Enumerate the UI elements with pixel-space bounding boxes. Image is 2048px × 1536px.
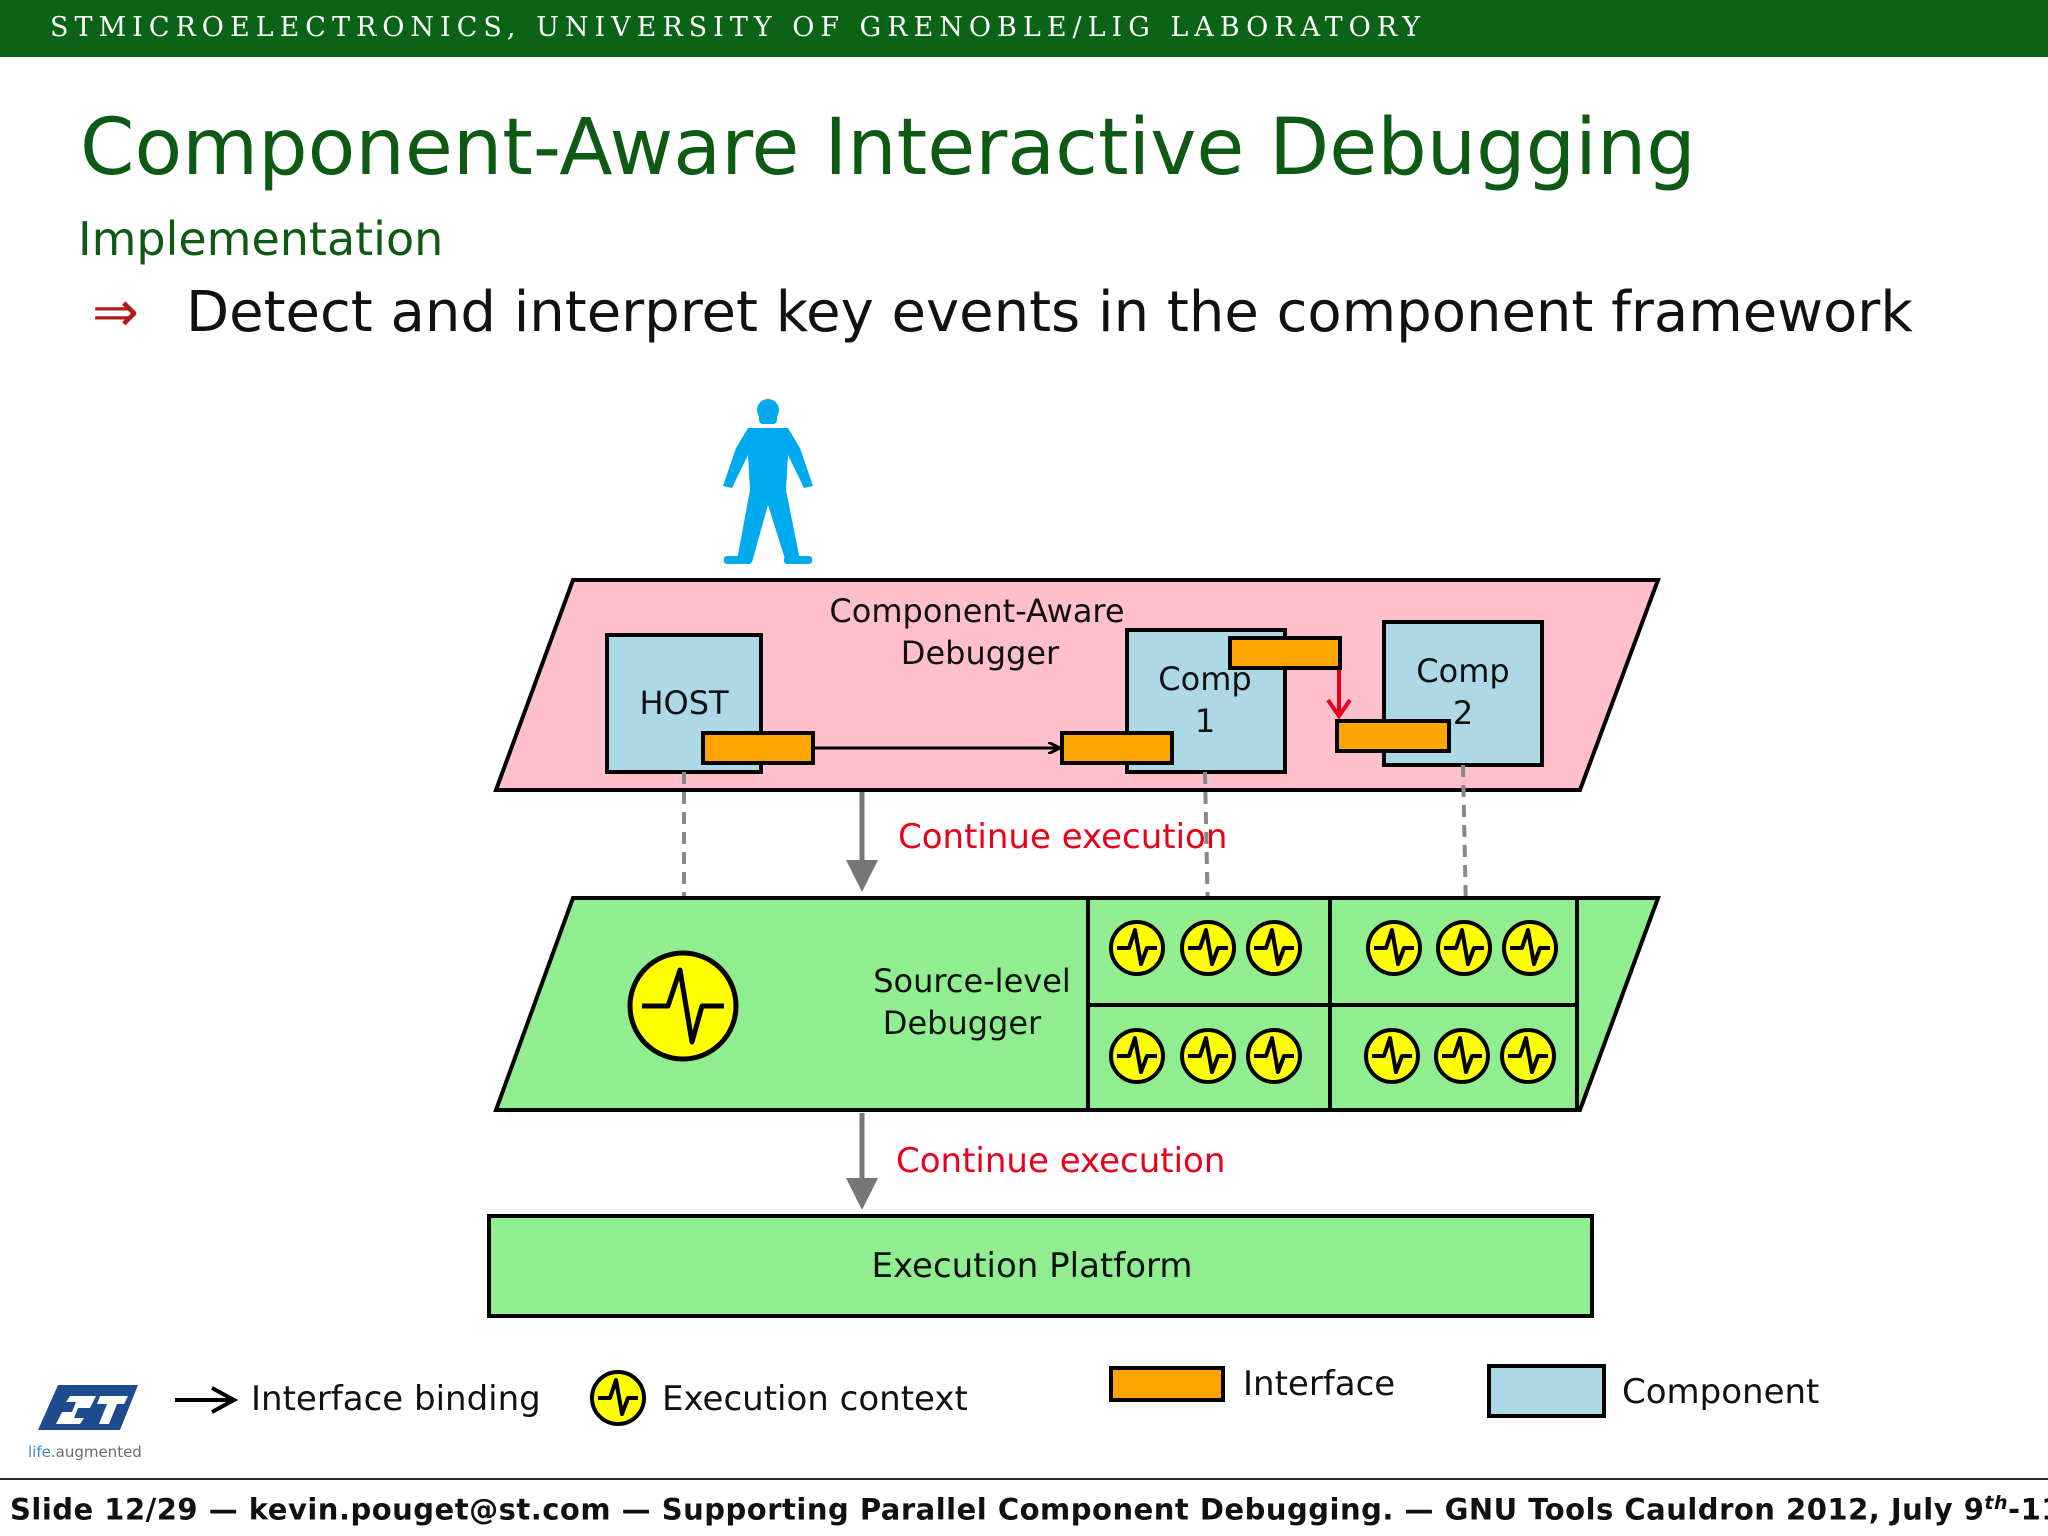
user-person-icon: [723, 399, 813, 564]
execution-context-icon: [1246, 1028, 1302, 1084]
debugger-label-line2: Debugger: [901, 634, 1060, 672]
footer: Slide 12/29 — kevin.pouget@st.com — Supp…: [10, 1492, 2048, 1527]
legend-component-swatch: [1487, 1364, 1606, 1418]
continue-execution-label-1: Continue execution: [898, 817, 1227, 857]
execution-platform-label: Execution Platform: [871, 1246, 1192, 1286]
legend-context-label: Execution context: [662, 1379, 968, 1419]
continue-execution-label-2: Continue execution: [896, 1141, 1225, 1181]
legend-binding-label: Interface binding: [251, 1379, 541, 1419]
legend-binding-arrow-icon: [175, 1386, 239, 1414]
footer-dash: -11: [2008, 1492, 2048, 1527]
execution-context-icon: [1434, 1028, 1490, 1084]
execution-context-icon: [1436, 920, 1492, 976]
legend-interface-label: Interface: [1243, 1364, 1395, 1404]
debugger-label-line1: Component-Aware: [829, 592, 1124, 630]
comp1-interface-out: [1228, 636, 1342, 670]
host-execution-context-icon: [627, 950, 739, 1062]
execution-context-icon: [1109, 1028, 1165, 1084]
source-level-label-line2: Debugger: [883, 1004, 1042, 1042]
execution-context-icon: [1366, 920, 1422, 976]
legend-component-label: Component: [1622, 1372, 1819, 1412]
continue-arrow-1: [846, 792, 878, 892]
comp1-interface-in: [1060, 731, 1174, 765]
host-label: HOST: [639, 684, 729, 722]
comp2-label-line1: Comp: [1416, 652, 1509, 690]
execution-context-icon: [1502, 920, 1558, 976]
execution-context-icon: [1109, 920, 1165, 976]
execution-context-icon: [1364, 1028, 1420, 1084]
implies-arrow-icon: ⇒: [92, 280, 139, 345]
comp2-label-line2: 2: [1453, 694, 1473, 732]
execution-context-icon: [1500, 1028, 1556, 1084]
execution-platform-box: [487, 1214, 1594, 1318]
execution-context-icon: [1180, 920, 1236, 976]
mapping-dashed-lines: [682, 764, 1468, 955]
logo-tag-prefix: life.: [28, 1443, 56, 1461]
slide-title: Component-Aware Interactive Debugging: [80, 103, 1696, 193]
st-logo: [38, 1385, 138, 1430]
bullet-text: Detect and interpret key events in the c…: [186, 280, 1913, 345]
red-event-arrow-icon: [1326, 670, 1352, 720]
execution-context-icon: [1246, 920, 1302, 976]
logo-tag-suffix: augmented: [55, 1443, 142, 1461]
execution-context-icon: [1180, 1028, 1236, 1084]
legend-context-icon: [590, 1370, 646, 1426]
footer-text: Slide 12/29 — kevin.pouget@st.com — Supp…: [10, 1492, 1985, 1527]
slide-subtitle: Implementation: [78, 212, 444, 266]
continue-arrow-2: [846, 1113, 878, 1210]
source-level-label-line1: Source-level: [873, 962, 1071, 1000]
comp1-label-line2: 1: [1195, 702, 1215, 740]
st-logo-tagline: life.augmented: [28, 1443, 142, 1461]
host-interface: [701, 731, 815, 765]
footer-sup-1: th: [1984, 1492, 2009, 1514]
header-affiliation: STMICROELECTRONICS, UNIVERSITY OF GRENOB…: [50, 12, 1427, 43]
footer-divider: [0, 1478, 2048, 1480]
comp2-interface: [1335, 719, 1451, 753]
header-bar: STMICROELECTRONICS, UNIVERSITY OF GRENOB…: [0, 0, 2048, 57]
legend-interface-swatch: [1109, 1366, 1225, 1402]
